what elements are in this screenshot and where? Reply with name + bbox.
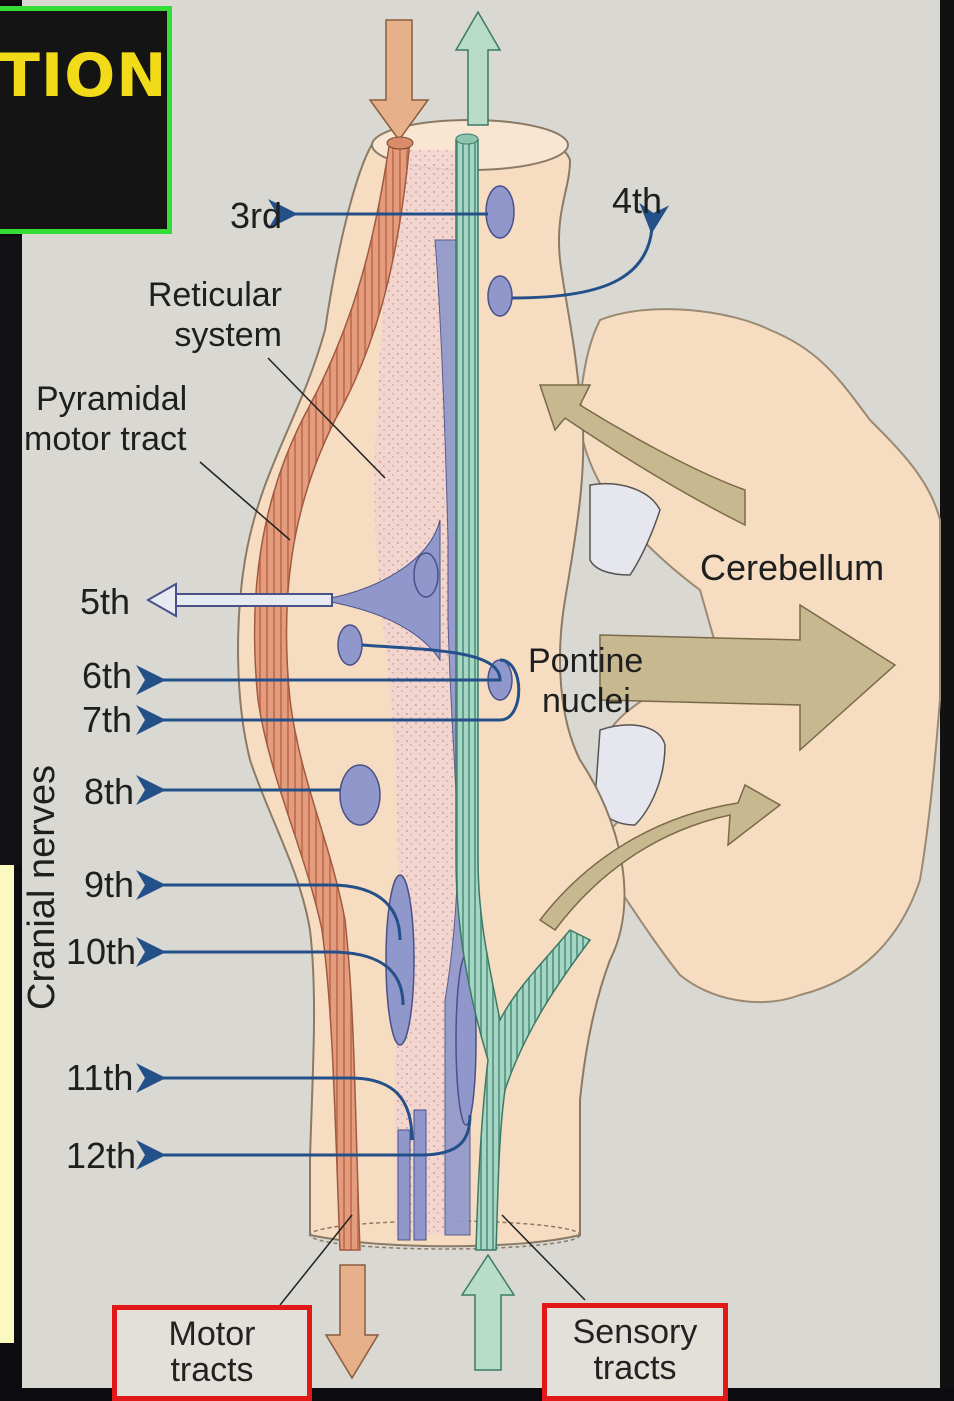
pyramidal-label-line1: Pyramidal	[36, 380, 187, 418]
right-edge	[940, 0, 954, 1388]
nucleus-8th	[340, 765, 380, 825]
reticular-label-line2: system	[174, 316, 282, 354]
nerve-label-4th: 4th	[612, 180, 662, 221]
title-box: TION	[0, 6, 172, 234]
nucleus-3rd	[486, 186, 514, 238]
cerebellum-label: Cerebellum	[700, 547, 884, 588]
nerve-label-10th: 10th	[66, 931, 136, 972]
left-dark-strip	[0, 236, 22, 865]
reticular-label-line1: Reticular	[148, 276, 282, 314]
left-yellow-panel	[0, 865, 14, 1343]
nerve-label-9th: 9th	[84, 864, 134, 905]
nerve-label-11th: 11th	[66, 1057, 133, 1098]
sensory-tracts-box: Sensory tracts	[542, 1303, 728, 1401]
title-text: TION	[0, 41, 167, 111]
motor-tracts-line1: Motor	[117, 1316, 307, 1352]
motor-nucleus-rod-1	[398, 1130, 410, 1240]
nerve-label-3rd: 3rd	[230, 195, 282, 236]
sensory-tract-top-cut	[456, 134, 478, 144]
pyramidal-label-line2: motor tract	[24, 420, 187, 458]
nerve-label-5th: 5th	[80, 581, 130, 622]
pontine-label-line2: nuclei	[542, 682, 631, 720]
motor-tracts-line2: tracts	[117, 1352, 307, 1388]
nerve-label-12th: 12th	[66, 1135, 136, 1176]
sensory-tracts-line2: tracts	[547, 1350, 723, 1386]
nucleus-4th	[488, 276, 512, 316]
pontine-label-line1: Pontine	[528, 642, 643, 680]
nerve-label-8th: 8th	[84, 771, 134, 812]
motor-tracts-box: Motor tracts	[112, 1305, 312, 1401]
nerve-label-6th: 6th	[82, 655, 132, 696]
motor-nucleus-rod-2	[414, 1110, 426, 1240]
nucleus-5th	[414, 553, 438, 597]
nerve-label-7th: 7th	[82, 699, 132, 740]
motor-tract-top-cut	[387, 137, 413, 149]
sensory-tracts-line1: Sensory	[547, 1314, 723, 1350]
nucleus-6th	[338, 625, 362, 665]
nucleus-9-10	[386, 875, 414, 1045]
cranial-nerves-label: Cranial nerves	[21, 765, 63, 1010]
